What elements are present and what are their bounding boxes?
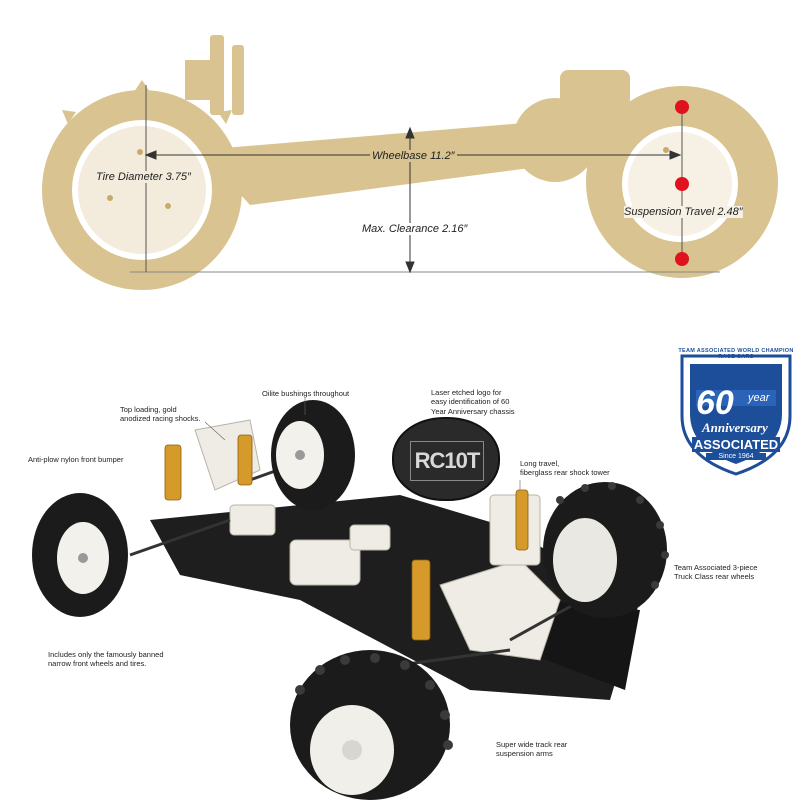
suspension-rods xyxy=(129,453,601,667)
badge-year: year xyxy=(748,392,770,404)
suspension-travel-label: Suspension Travel 2.48″ xyxy=(624,206,743,218)
callout-oilite: Oilite bushings throughout xyxy=(262,389,350,398)
white-components xyxy=(194,419,561,661)
marker-bottom xyxy=(675,252,689,266)
chassis-arm xyxy=(200,120,590,205)
rear-plate xyxy=(520,600,640,690)
badge-brand: ASSOCIATED xyxy=(692,437,780,452)
marker-middle xyxy=(675,177,689,191)
badge-ring-text: TEAM ASSOCIATED WORLD CHAMPION RACE CARS xyxy=(678,348,794,360)
badge-number: 60 xyxy=(696,384,734,422)
badge-anniversary: Anniversary xyxy=(702,420,768,435)
rear-left-tire xyxy=(290,650,450,800)
tire-diameter-label: Tire Diameter 3.75″ xyxy=(96,171,191,183)
chassis-plate xyxy=(150,495,640,700)
badge-since: Since 1964 xyxy=(706,453,766,460)
dimension-diagram xyxy=(42,35,778,290)
front-right-tire xyxy=(271,400,355,510)
callout-shock-tower: Long travel,fiberglass rear shock tower xyxy=(520,459,610,478)
max-clearance-label: Max. Clearance 2.16″ xyxy=(360,223,470,235)
logo-inset: RC10T xyxy=(392,417,500,501)
rc10t-logo: RC10T xyxy=(414,448,481,473)
front-left-tire xyxy=(32,493,128,617)
rear-right-tire xyxy=(543,482,667,618)
front-shocks xyxy=(185,35,244,115)
callout-bumper: Anti-plow nylon front bumper xyxy=(28,455,124,464)
marker-top xyxy=(675,100,689,114)
anniversary-badge: TEAM ASSOCIATED WORLD CHAMPION RACE CARS… xyxy=(672,346,800,476)
wheelbase-label: Wheelbase 11.2″ xyxy=(370,150,457,162)
tire-spikes xyxy=(295,482,669,750)
